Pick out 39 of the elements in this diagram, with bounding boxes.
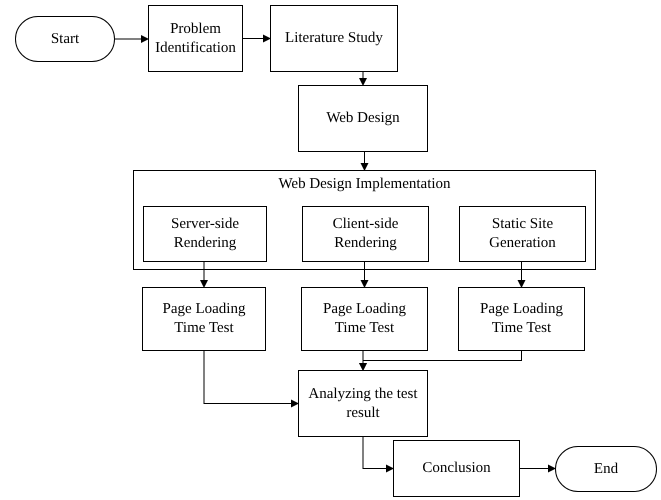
process-box: [148, 5, 243, 72]
node-label: Start: [50, 30, 80, 48]
process-box: [393, 440, 520, 497]
arrow: [520, 464, 556, 472]
arrow: [204, 350, 299, 408]
arrow: [359, 350, 522, 371]
node-label: Page Loading Time Test: [479, 300, 564, 338]
process-box: [298, 370, 428, 437]
node-label: Literature Study: [285, 29, 383, 48]
node-label: Client-side Rendering: [332, 215, 400, 253]
process-box: [458, 287, 585, 351]
arrow: [360, 152, 368, 171]
node-label: Web Design: [326, 109, 400, 128]
process-box: [459, 206, 586, 262]
process-box: [302, 206, 429, 262]
terminal-shape: [555, 446, 657, 492]
process-box: [298, 85, 428, 152]
arrow: [362, 436, 394, 472]
terminal-shape: [15, 16, 115, 62]
node-label: End: [594, 460, 618, 478]
node-label: Page Loading Time Test: [162, 300, 246, 338]
group-box: [133, 170, 596, 270]
process-box: [142, 287, 266, 351]
node-label: Analyzing the test result: [307, 384, 419, 422]
node-label: Server-side Rendering: [170, 215, 240, 253]
node-label: Conclusion: [422, 459, 491, 478]
arrow: [200, 260, 208, 288]
node-label: Web Design Implementation: [278, 175, 451, 194]
process-box: [270, 5, 398, 72]
arrow: [114, 35, 149, 43]
arrow: [359, 72, 367, 86]
node-label: Static Site Generation: [488, 215, 557, 253]
process-box: [143, 206, 267, 262]
process-box: [301, 287, 428, 351]
arrow: [360, 260, 368, 288]
node-label: Page Loading Time Test: [322, 300, 407, 338]
arrow: [242, 34, 271, 42]
arrow: [518, 260, 526, 288]
node-label: Problem Identification: [154, 20, 237, 58]
